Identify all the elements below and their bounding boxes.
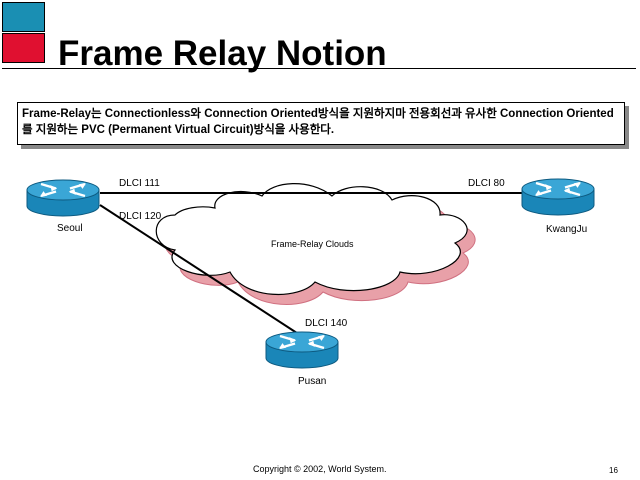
router-label-pusan: Pusan (298, 376, 327, 387)
page-number: 16 (609, 466, 618, 475)
title-underline (2, 68, 636, 69)
dlci-label-140: DLCI 140 (305, 318, 348, 329)
cloud-label: Frame-Relay Clouds (271, 239, 354, 249)
dlci-label-111: DLCI 111 (119, 178, 160, 189)
router-icon (264, 330, 340, 370)
router-label-kwangju: KwangJu (546, 224, 588, 235)
page-title: Frame Relay Notion (58, 34, 387, 73)
decor-square-bottom (2, 33, 45, 63)
copyright-text: Copyright © 2002, World System. (253, 464, 387, 474)
router-icon (25, 178, 101, 218)
pvc-seoul-pusan (99, 204, 301, 336)
description-box: Frame-Relay는 Connectionless와 Connection … (17, 102, 625, 145)
dlci-label-120: DLCI 120 (119, 211, 162, 222)
router-label-seoul: Seoul (57, 223, 83, 234)
dlci-label-80: DLCI 80 (468, 178, 505, 189)
decor-square-top (2, 2, 45, 32)
router-icon (520, 177, 596, 217)
